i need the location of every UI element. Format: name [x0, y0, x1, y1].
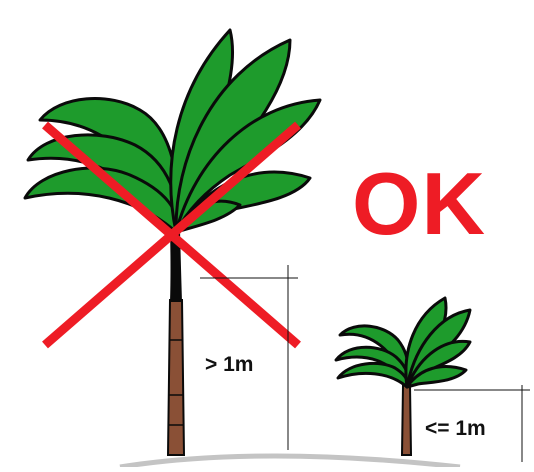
- tall-palm-frond: [23, 166, 179, 234]
- short-palm-icon: [334, 296, 472, 456]
- tall-palm-fronds: [23, 28, 322, 234]
- tall-height-measure: [200, 265, 298, 450]
- short-palm-frond: [405, 365, 468, 389]
- short-palm-fronds: [334, 296, 472, 389]
- tall-palm-crown-stem: [170, 230, 182, 302]
- short-palm-trunk: [400, 384, 413, 456]
- short-height-measure: [414, 385, 530, 462]
- tall-palm-icon: [23, 28, 322, 456]
- tall-palm-trunk: [166, 299, 186, 456]
- cross-mark-icon: [42, 121, 301, 349]
- ground-line: [119, 453, 461, 470]
